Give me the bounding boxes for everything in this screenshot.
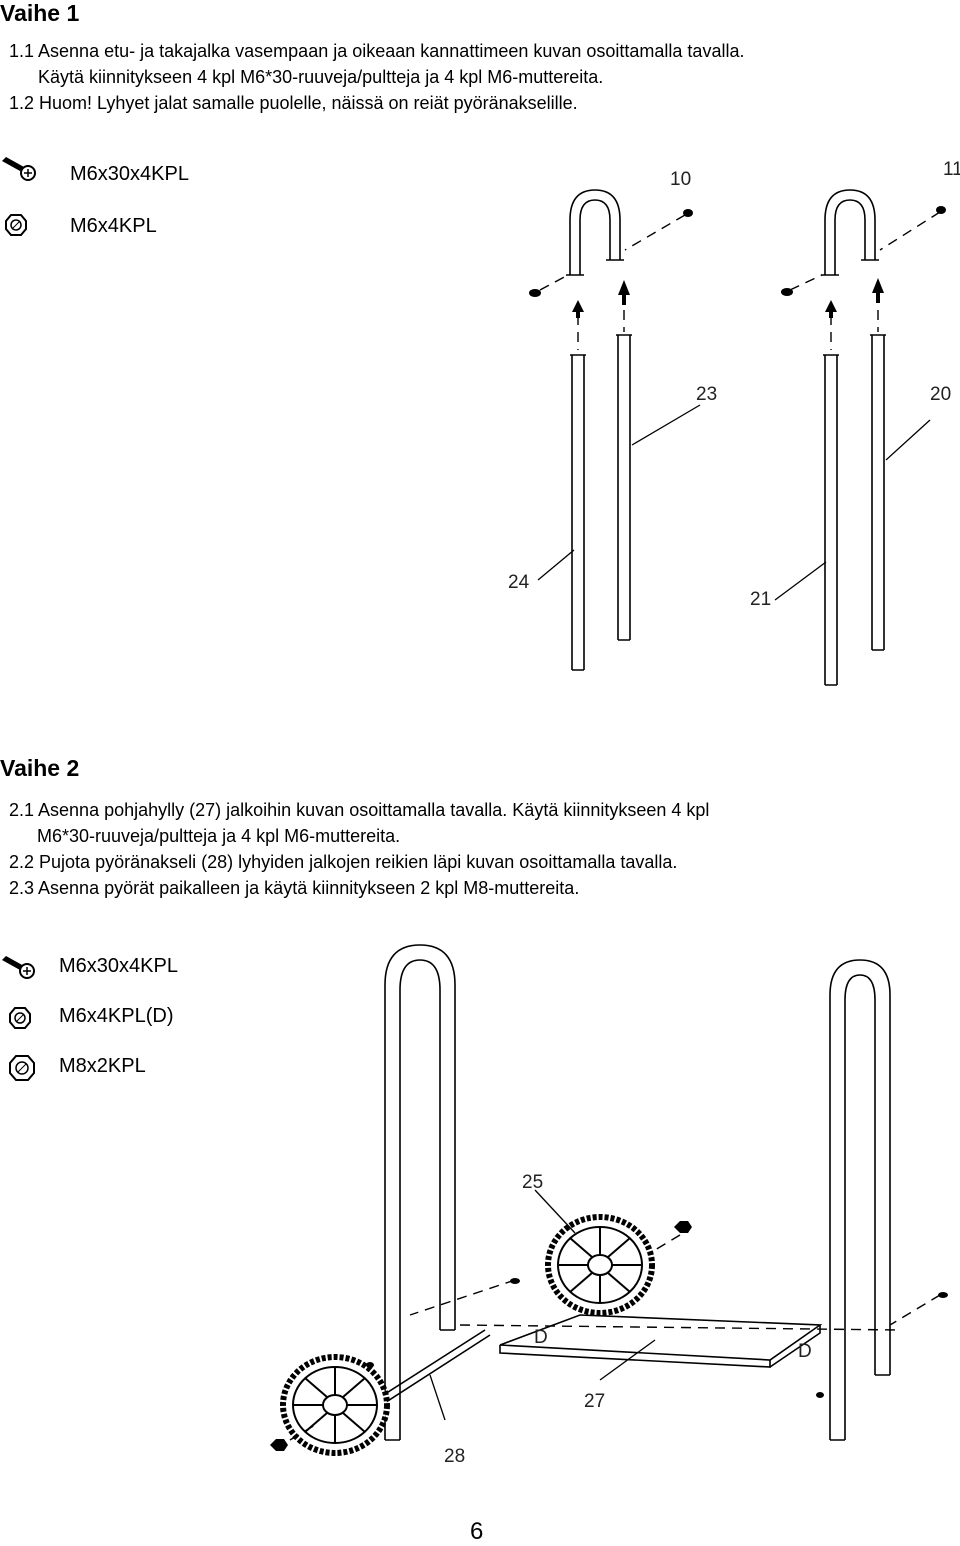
m8-nut-icons (270, 1221, 692, 1451)
step1-nut-label: M6x4KPL (70, 215, 157, 237)
wheel-25 (545, 1214, 655, 1316)
step2-nut-m6-label: M6x4KPL(D) (59, 1005, 174, 1027)
nut-icon (5, 214, 27, 236)
leg-24 (570, 354, 586, 671)
wheel-left (280, 1354, 390, 1456)
nut-icon (9, 1055, 35, 1081)
left-frame (384, 944, 456, 1441)
step2-line-2: M6*30-ruuveja/pultteja ja 4 kpl M6-mutte… (37, 826, 401, 846)
part-label-27: 27 (584, 1391, 605, 1412)
part-label-11: 11 (943, 159, 960, 180)
step2-hardware-icons (2, 956, 35, 1081)
handle-10 (566, 189, 624, 276)
nut-icon (9, 1007, 31, 1029)
leg-23 (616, 334, 632, 641)
step1-title: Vaihe 1 (0, 0, 80, 26)
leg-20 (870, 334, 886, 651)
arrow-icons (572, 278, 884, 318)
part-label-24: 24 (508, 572, 530, 593)
shelf-27 (499, 1314, 823, 1368)
part-label-10: 10 (670, 169, 691, 190)
part-label-20: 20 (930, 384, 951, 405)
step2-line-1: 2.1 Asenna pohjahylly (27) jalkoihin kuv… (9, 800, 710, 820)
step1-hardware-icons (2, 157, 36, 236)
page-number: 6 (470, 1518, 484, 1545)
part-label-28: 28 (444, 1446, 465, 1467)
part-label-25: 25 (522, 1172, 543, 1193)
step2-diagram: 25 27 28 D D (270, 944, 948, 1467)
step1-line-1: 1.1 Asenna etu- ja takajalka vasempaan j… (9, 41, 745, 61)
handle-11 (821, 189, 879, 276)
step2-line-4: 2.3 Asenna pyörät paikalleen ja käytä ki… (9, 878, 580, 898)
step2-instructions: 2.1 Asenna pohjahylly (27) jalkoihin kuv… (9, 797, 709, 901)
part-label-23: 23 (696, 384, 717, 405)
bolt-icon (2, 956, 35, 979)
right-frame (829, 959, 891, 1441)
leg-21 (823, 354, 839, 686)
part-label-21: 21 (750, 589, 771, 610)
step2-line-3: 2.2 Pujota pyöränakseli (28) lyhyiden ja… (9, 852, 678, 872)
small-bolt-icons (529, 206, 946, 297)
step1-diagram: 10 11 23 20 24 21 (508, 159, 960, 686)
step1-instructions: 1.1 Asenna etu- ja takajalka vasempaan j… (9, 38, 744, 116)
step1-bolt-label: M6x30x4KPL (70, 163, 189, 185)
step2-bolt-label: M6x30x4KPL (59, 955, 178, 977)
step1-line-2: Käytä kiinnitykseen 4 kpl M6*30-ruuveja/… (38, 67, 604, 87)
bolt-icon (2, 157, 36, 181)
part-label-d-left: D (534, 1327, 548, 1348)
step1-line-3: 1.2 Huom! Lyhyet jalat samalle puolelle,… (9, 93, 578, 113)
step2-nut-m8-label: M8x2KPL (59, 1055, 146, 1077)
small-bolt-icons (366, 1278, 948, 1398)
part-label-d-right: D (798, 1341, 812, 1362)
step2-title: Vaihe 2 (0, 755, 80, 781)
